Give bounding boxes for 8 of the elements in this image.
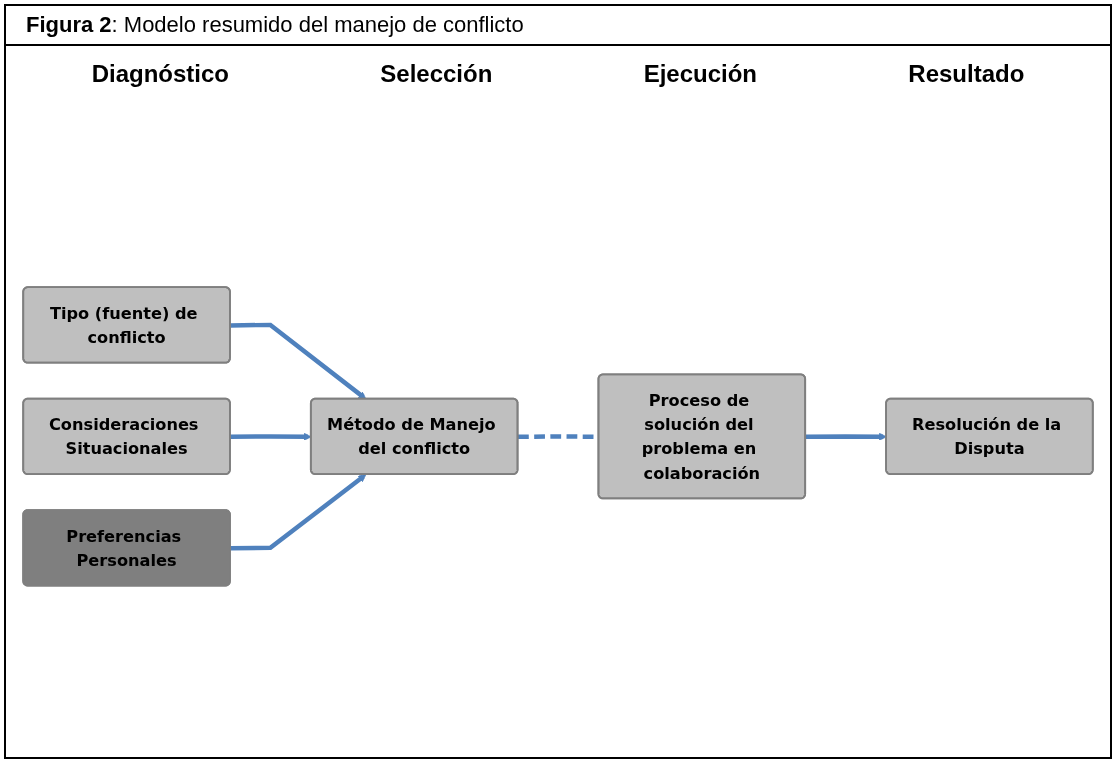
column-heading: Selección bbox=[380, 60, 493, 88]
column-heading: Ejecución bbox=[643, 60, 757, 88]
column-heading: Resultado bbox=[908, 60, 1025, 88]
figure-title: Figura 2: Modelo resumido del manejo de conflicto bbox=[6, 6, 1110, 46]
arrow bbox=[805, 432, 887, 441]
column-heading: Diagnóstico bbox=[91, 60, 229, 88]
arrow bbox=[230, 322, 367, 400]
arrow bbox=[230, 474, 367, 551]
